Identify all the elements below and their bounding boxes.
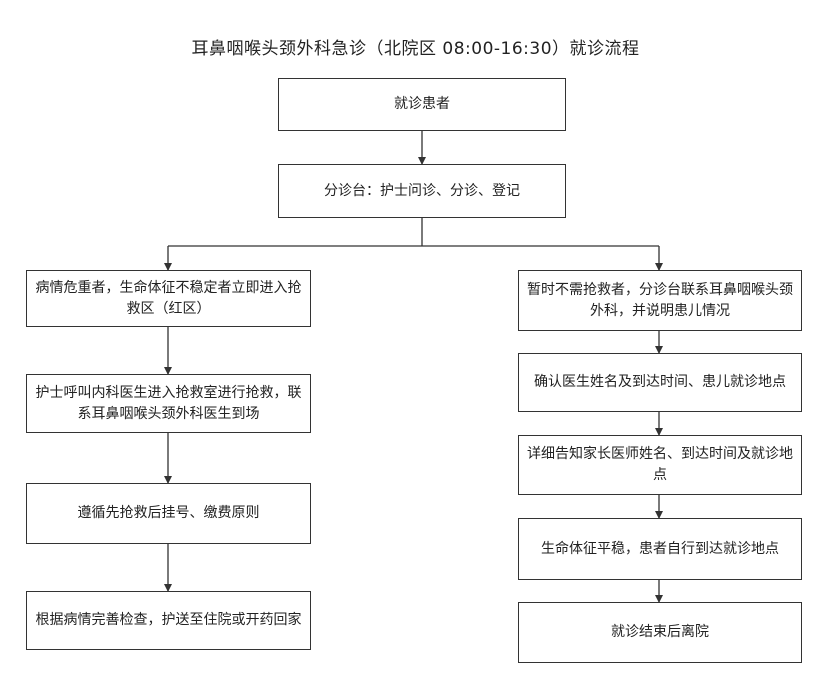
node-left-payment: 遵循先抢救后挂号、缴费原则	[26, 483, 311, 544]
node-right-inform: 详细告知家长医师姓名、到达时间及就诊地点	[518, 435, 802, 495]
node-right-leave: 就诊结束后离院	[518, 602, 802, 663]
node-left-rescue: 护士呼叫内科医生进入抢救室进行抢救，联系耳鼻咽喉头颈外科医生到场	[26, 374, 311, 433]
node-right-noncritical: 暂时不需抢救者，分诊台联系耳鼻咽喉头颈外科，并说明患儿情况	[518, 270, 802, 331]
diagram-title: 耳鼻咽喉头颈外科急诊（北院区 08:00-16:30）就诊流程	[191, 39, 640, 59]
node-triage: 分诊台：护士问诊、分诊、登记	[278, 164, 566, 218]
node-start: 就诊患者	[278, 78, 566, 131]
node-left-critical: 病情危重者，生命体征不稳定者立即进入抢救区（红区）	[26, 270, 311, 327]
node-right-stable: 生命体征平稳，患者自行到达就诊地点	[518, 518, 802, 580]
node-left-exam: 根据病情完善检查，护送至住院或开药回家	[26, 591, 311, 650]
node-right-confirm: 确认医生姓名及到达时间、患儿就诊地点	[518, 353, 802, 412]
